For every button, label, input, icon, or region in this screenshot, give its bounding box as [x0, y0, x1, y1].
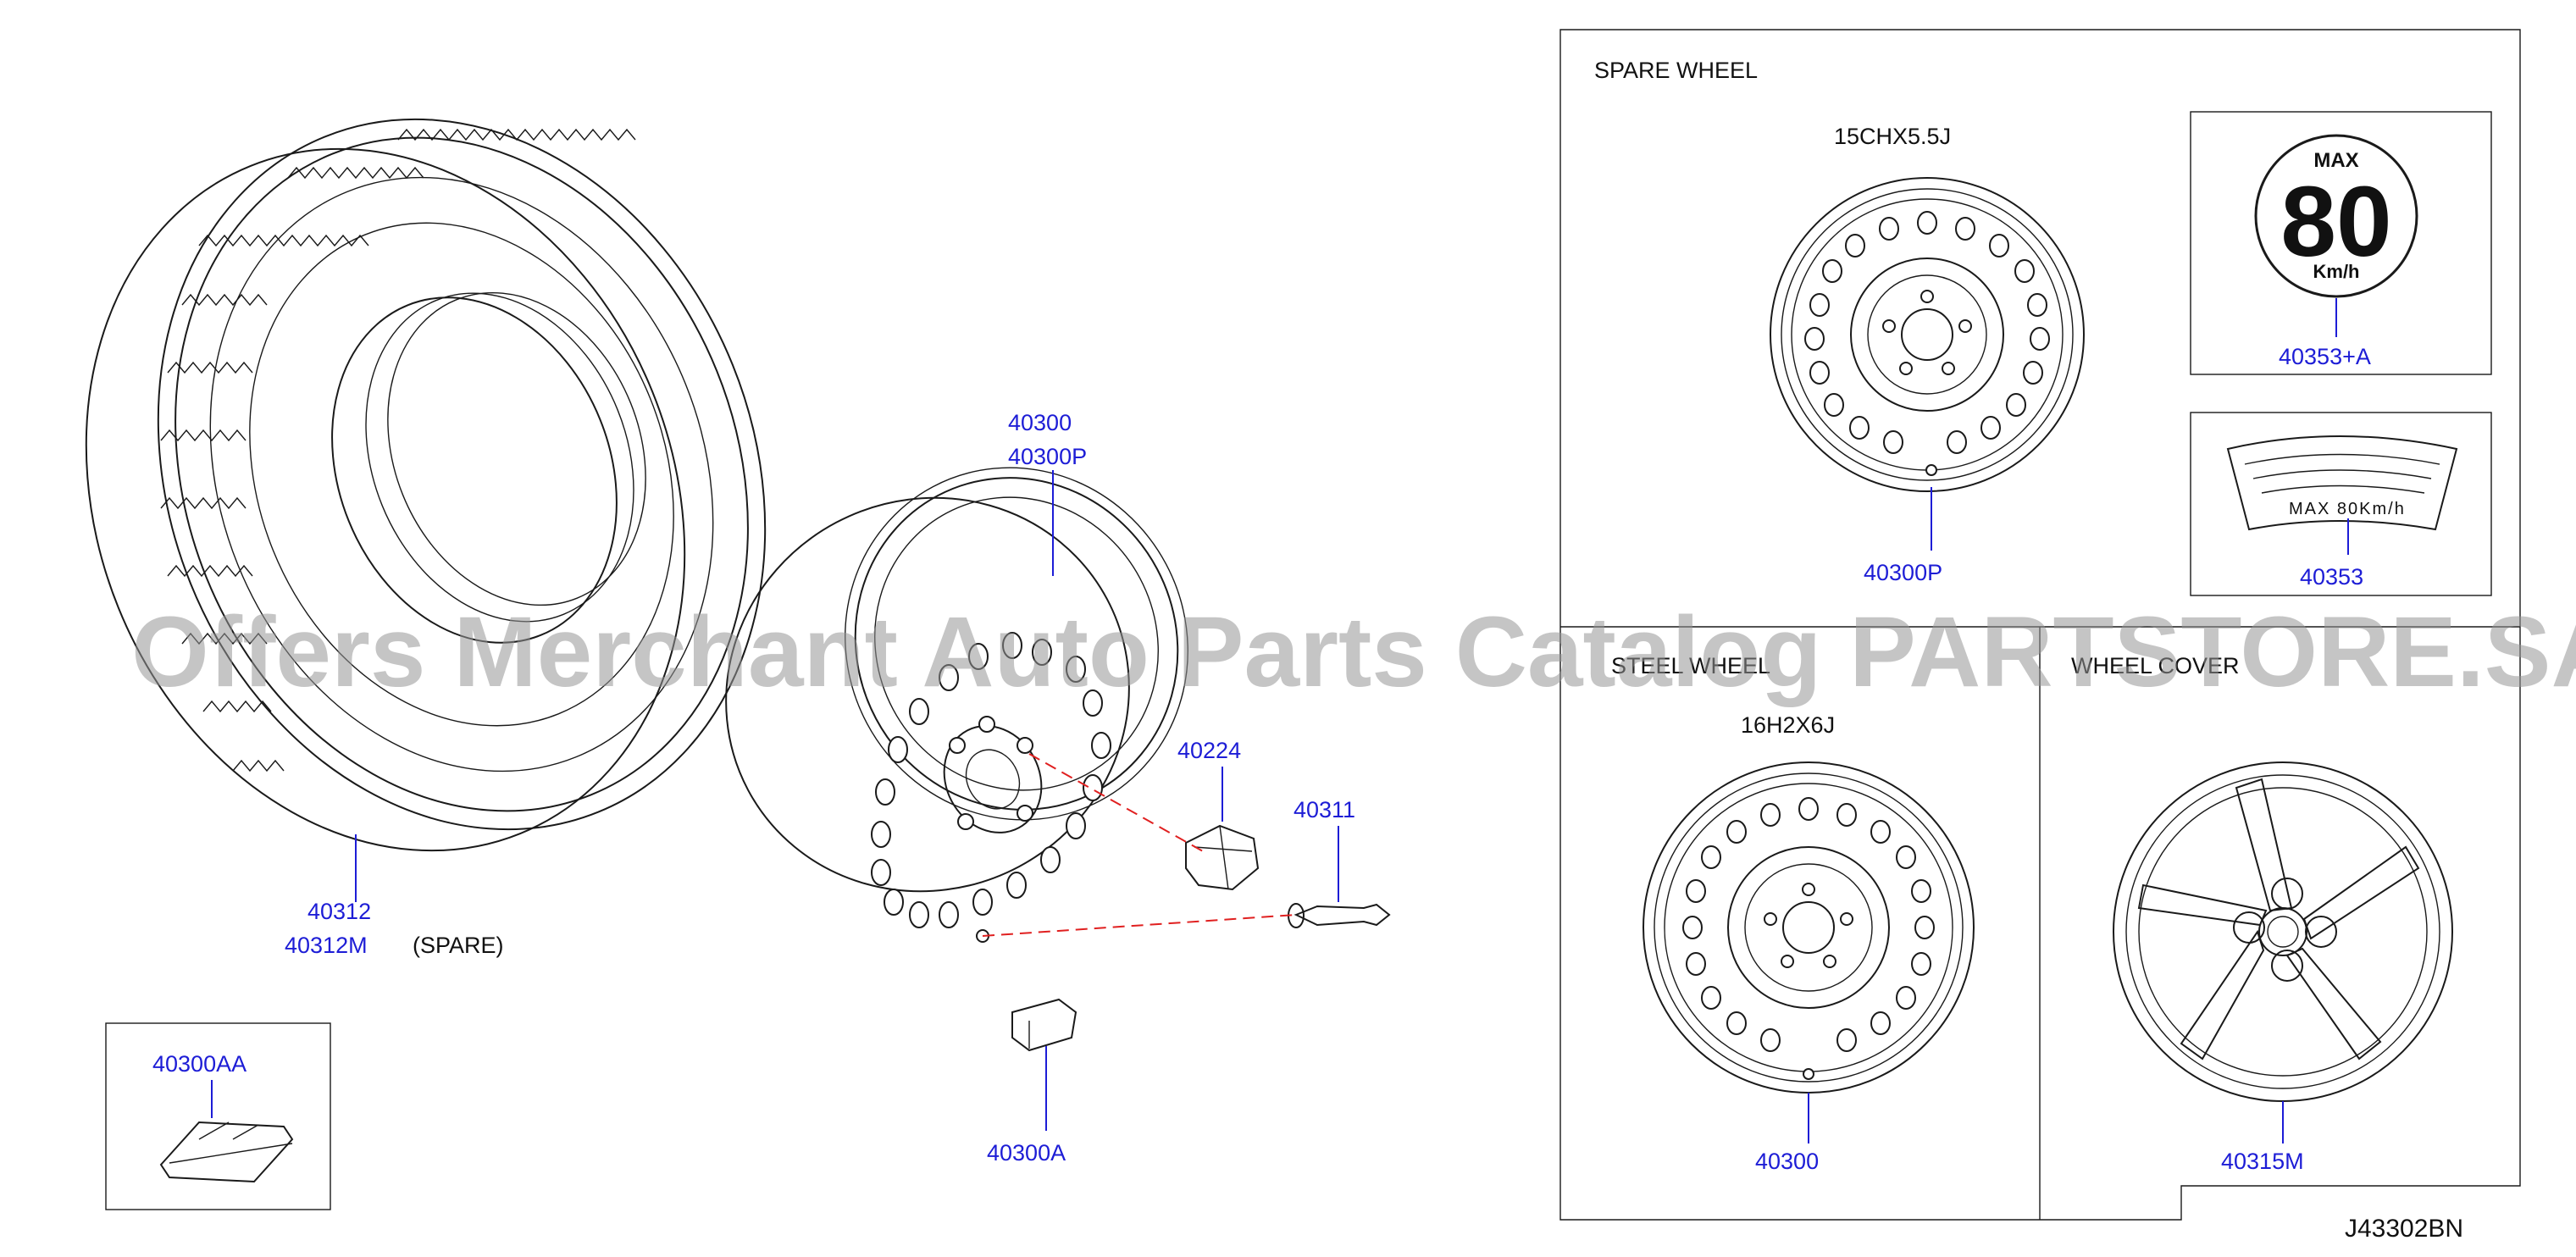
- tire-part-number[interactable]: 40312: [307, 899, 371, 924]
- watermark-text: Offers Merchant Auto Parts Catalog PARTS…: [131, 596, 2576, 708]
- tire-drawing: [85, 118, 767, 852]
- speed-sign-circle: [2254, 134, 2418, 298]
- spare-wheel-size: 15CHX5.5J: [1834, 124, 1951, 149]
- steel-panel-title: STEEL WHEEL: [1611, 653, 1770, 678]
- lug-nut-part-number[interactable]: 40224: [1177, 738, 1241, 763]
- nut-red-leader: [1028, 753, 1204, 852]
- steel-wheel-drawing: [1643, 761, 1975, 1094]
- wheel-cover-part-number[interactable]: 40315M: [2221, 1149, 2304, 1174]
- sticker-text: MAX 80Km/h: [2289, 500, 2406, 518]
- tire-part-number-alt[interactable]: 40312M: [285, 933, 368, 958]
- speed-sign-max: MAX: [2313, 149, 2358, 172]
- wheel-cover-drawing: [2113, 761, 2453, 1102]
- wheel-part-number[interactable]: 40300: [1008, 410, 1072, 435]
- steel-wheel-size: 16H2X6J: [1741, 712, 1835, 738]
- speed-sign-box: [2190, 111, 2492, 375]
- balance-weight-drawing: [1011, 998, 1077, 1052]
- speed-sign-part-number[interactable]: 40353+A: [2279, 344, 2371, 369]
- lug-nut-drawing: [1185, 824, 1260, 891]
- wheel-drawing: [725, 467, 1188, 943]
- sticker-shape: [2226, 435, 2458, 531]
- wheel-part-number-alt[interactable]: 40300P: [1008, 444, 1087, 469]
- weight-kit-part-number[interactable]: 40300AA: [152, 1051, 247, 1077]
- valve-part-number[interactable]: 40311: [1294, 797, 1355, 822]
- diagram-code: J43302BN: [2345, 1215, 2463, 1243]
- steel-wheel-part-number[interactable]: 40300: [1755, 1149, 1819, 1174]
- balance-weight-part-number[interactable]: 40300A: [987, 1140, 1066, 1166]
- sticker-box: [2190, 412, 2492, 596]
- cover-panel-title: WHEEL COVER: [2071, 653, 2240, 678]
- spare-wheel-drawing: [1770, 177, 2085, 492]
- speed-sign-value: 80: [2280, 166, 2391, 278]
- weight-kit-box: [105, 1022, 331, 1210]
- sticker-part-number[interactable]: 40353: [2300, 564, 2363, 590]
- speed-sign-unit: Km/h: [2313, 261, 2360, 282]
- spare-wheel-part-number[interactable]: 40300P: [1864, 560, 1942, 585]
- valve-drawing: [1288, 903, 1391, 928]
- tire-spare-note: (SPARE): [413, 933, 504, 958]
- valve-red-leader: [982, 914, 1297, 937]
- spare-panel-title: SPARE WHEEL: [1594, 58, 1758, 83]
- panel-outer-border: [1559, 29, 2521, 1221]
- weight-kit-drawing: [159, 1121, 294, 1183]
